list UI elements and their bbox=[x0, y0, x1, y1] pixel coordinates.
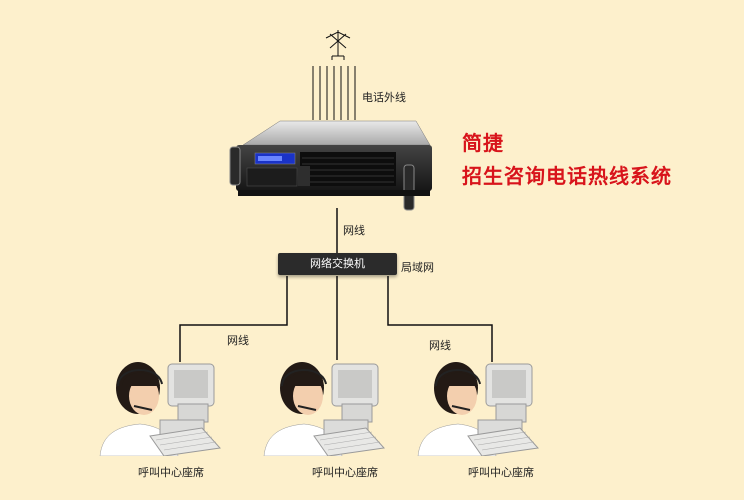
network-right-label: 网线 bbox=[429, 339, 451, 352]
computer-icon bbox=[477, 363, 533, 437]
computer-icon bbox=[323, 363, 379, 437]
agent-workstation-1 bbox=[98, 356, 228, 456]
agent-icon bbox=[417, 362, 497, 456]
switch-label: 网络交换机 bbox=[310, 257, 365, 270]
phone-trunk-lines bbox=[312, 66, 356, 120]
antenna-icon bbox=[325, 30, 351, 60]
lan-label: 局域网 bbox=[401, 261, 434, 274]
switch-box: 网络交换机 bbox=[278, 253, 397, 275]
computer-icon bbox=[159, 363, 215, 437]
seat-label-2: 呼叫中心座席 bbox=[312, 466, 378, 479]
agent-icon bbox=[263, 362, 343, 456]
title-line-2: 招生咨询电话热线系统 bbox=[462, 164, 672, 188]
keyboard-icon bbox=[149, 427, 221, 456]
network-left-label: 网线 bbox=[227, 334, 249, 347]
seat-label-1: 呼叫中心座席 bbox=[138, 466, 204, 479]
phone-line-label: 电话外线 bbox=[362, 91, 406, 104]
agent-workstation-3 bbox=[416, 356, 546, 456]
switch-agent-lines bbox=[179, 276, 493, 362]
network-top-label: 网线 bbox=[343, 224, 365, 237]
title-line-1: 简捷 bbox=[462, 131, 504, 155]
keyboard-icon bbox=[467, 427, 539, 456]
agent-workstation-2 bbox=[262, 356, 392, 456]
seat-label-3: 呼叫中心座席 bbox=[468, 466, 534, 479]
keyboard-icon bbox=[313, 427, 385, 456]
title-block: 简捷 招生咨询电话热线系统 bbox=[462, 127, 672, 189]
